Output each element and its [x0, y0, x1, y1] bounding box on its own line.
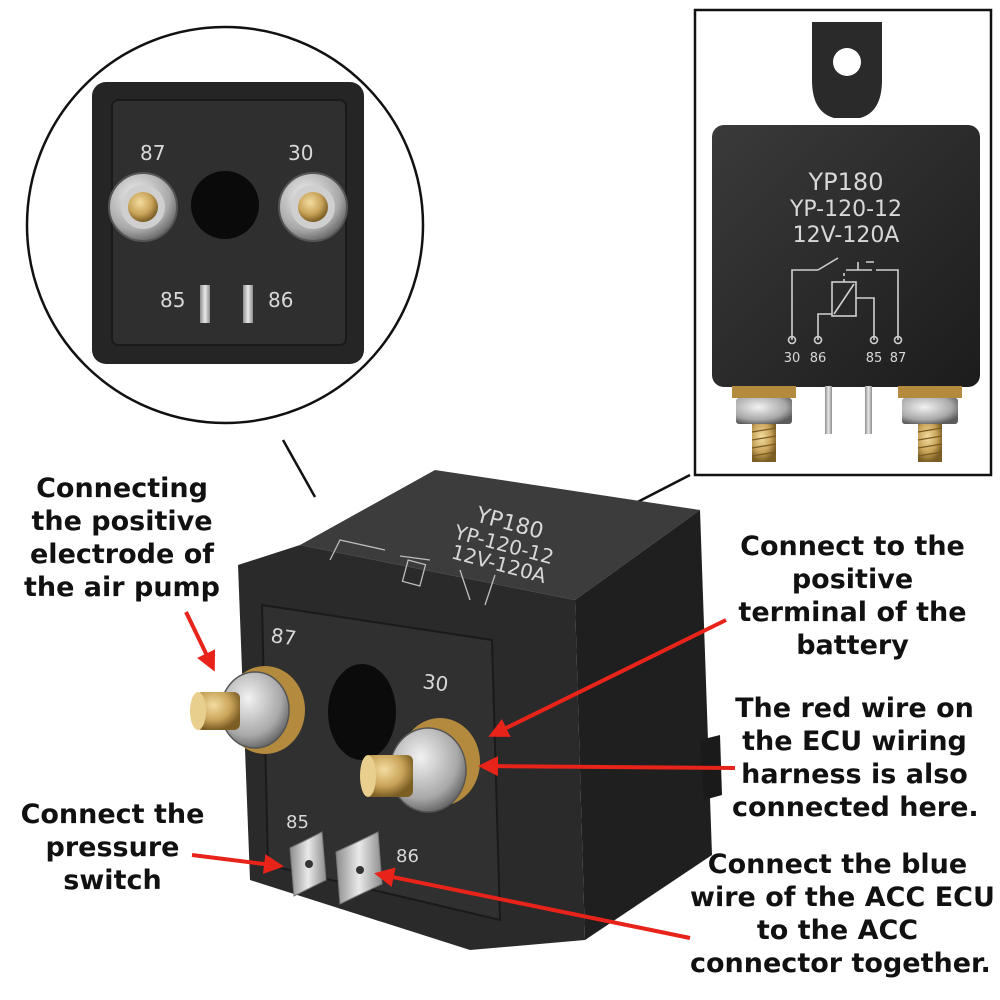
label-air-pump: Connecting the positive electrode of the…	[22, 472, 222, 604]
pin-label-86: 86	[810, 351, 827, 366]
svg-text:85: 85	[286, 812, 309, 833]
inset-part-text: YP-120-12	[789, 197, 902, 222]
label-battery-line: terminal of the	[738, 597, 967, 628]
inset-side-view: YP180 YP-120-12 12V-120A 30 86 85 87	[693, 8, 993, 477]
terminal-87-bottom	[108, 172, 178, 242]
svg-text:86: 86	[268, 288, 293, 312]
label-red-wire-line: connected here.	[732, 792, 979, 823]
label-blue-wire: Connect the blue wire of the ACC ECU to …	[690, 848, 995, 980]
arrow-battery	[488, 618, 727, 737]
label-pressure-switch-line: Connect the	[20, 799, 205, 830]
zoom-circle-bottom-view: 87 30 85 86	[25, 25, 425, 425]
svg-text:86: 86	[396, 846, 419, 867]
svg-text:85: 85	[160, 288, 185, 312]
main-relay: YP180 YP-120-12 12V-120A 87 30 85 86	[190, 470, 722, 950]
spade-pin-85	[289, 831, 327, 897]
relay-schematic	[787, 257, 903, 345]
label-air-pump-line: electrode of	[30, 539, 214, 570]
label-pressure-switch-line: pressure	[45, 832, 180, 863]
pin-label-87: 87	[890, 351, 907, 366]
label-pressure-switch: Connect the pressure switch	[20, 798, 205, 897]
spade-pin-86	[335, 831, 383, 905]
arrow-red-wire	[478, 756, 736, 777]
svg-text:30: 30	[421, 669, 450, 696]
arrow-pressure-switch	[191, 853, 284, 874]
inset-rating-text: 12V-120A	[793, 223, 900, 248]
svg-text:87: 87	[140, 141, 165, 165]
label-blue-wire-line: connector together.	[690, 948, 991, 979]
arrow-air-pump	[184, 611, 216, 672]
pin-label-85: 85	[866, 351, 883, 366]
label-battery: Connect to the positive terminal of the …	[735, 530, 970, 662]
arrow-blue-wire	[374, 867, 691, 940]
label-blue-wire-line: Connect the blue	[707, 849, 968, 880]
callout-arrows	[184, 611, 736, 940]
label-blue-wire-line: wire of the ACC ECU	[690, 882, 995, 913]
label-air-pump-line: Connecting	[36, 473, 208, 504]
label-battery-line: Connect to the	[740, 531, 965, 562]
pin-label-30: 30	[784, 351, 801, 366]
label-red-wire-line: the ECU wiring	[742, 726, 967, 757]
inset-model-text: YP180	[808, 168, 884, 196]
label-pressure-switch-line: switch	[63, 865, 162, 896]
label-blue-wire-line: to the ACC	[756, 915, 919, 946]
label-red-wire-line: The red wire on	[735, 693, 974, 724]
svg-text:30: 30	[288, 141, 313, 165]
label-red-wire: The red wire on the ECU wiring harness i…	[732, 692, 979, 824]
svg-text:87: 87	[269, 623, 298, 650]
label-battery-line: battery	[796, 630, 909, 661]
terminal-30-main	[360, 718, 480, 813]
label-air-pump-line: the air pump	[23, 572, 221, 603]
label-red-wire-line: harness is also	[741, 759, 968, 790]
terminal-87-main	[190, 666, 305, 754]
label-air-pump-line: the positive	[31, 506, 213, 537]
zoom-connector-line	[281, 439, 317, 498]
label-battery-line: positive	[791, 564, 914, 595]
terminal-30-bottom	[278, 172, 348, 242]
